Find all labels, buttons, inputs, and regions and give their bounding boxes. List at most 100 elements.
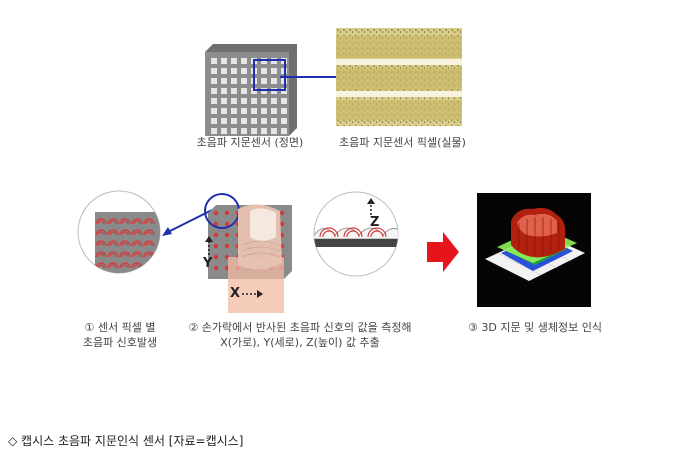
signal-wave [95, 229, 107, 236]
sensor-pixel [231, 128, 237, 134]
caption-sensor-pixel: 초음파 지문센서 픽셀(실물) [339, 136, 466, 149]
sensor-pixel [213, 221, 219, 227]
reflection-zoom [313, 191, 399, 277]
process-arrow [427, 232, 459, 272]
signal-wave [145, 253, 153, 258]
sensor-pixel [213, 254, 219, 260]
caption-step2-line2: X(가로), Y(세로), Z(높이) 값 추출 [220, 336, 380, 349]
sensor-pixel [251, 98, 257, 104]
signal-wave [121, 220, 129, 225]
sensor-pixel [224, 232, 230, 238]
caption-step3: ③ 3D 지문 및 생체정보 인식 [468, 321, 602, 334]
sensor-pixel [221, 58, 227, 64]
sensor-pixel [241, 68, 247, 74]
sensor-pixel [221, 78, 227, 84]
sensor-pixel [261, 128, 267, 134]
signal-wave [97, 253, 105, 258]
signal-wave [107, 218, 119, 225]
sensor-pixel [241, 58, 247, 64]
signal-wave [119, 218, 131, 225]
caption-step1-line1: ① 센서 픽셀 별 [84, 321, 156, 334]
sensor-pixel [251, 128, 257, 134]
sensor-pixel [279, 210, 285, 216]
sensor-pixel [221, 108, 227, 114]
sensor-front-figure [205, 44, 297, 136]
sensor-pixel [231, 58, 237, 64]
sensor-pixel [241, 78, 247, 84]
sensor-pixel [271, 68, 277, 74]
sensor-pixel [251, 108, 257, 114]
signal-wave [107, 229, 119, 236]
signal-wave [121, 242, 129, 247]
sensor-pixel [261, 118, 267, 124]
caption-step2-line1: ② 손가락에서 반사된 초음파 신호의 값을 측정해 [188, 321, 412, 334]
3d-fingerprint-plot [477, 193, 591, 307]
sensor-pixel [241, 128, 247, 134]
signal-wave [109, 242, 117, 247]
signal-wave [145, 242, 153, 247]
x-axis-arrow [242, 286, 264, 300]
sensor-pixel [211, 78, 217, 84]
signal-wave [145, 264, 153, 269]
z-axis-label: Z [370, 215, 380, 230]
sensor-pixel [211, 58, 217, 64]
y-axis-arrow [202, 236, 216, 256]
signal-wave [145, 231, 153, 236]
pixel-signal-zoom [77, 190, 161, 274]
signal-wave [121, 231, 129, 236]
caption-step1-line2: 초음파 신호발생 [82, 336, 158, 349]
signal-wave [143, 218, 155, 225]
signal-wave [145, 220, 153, 225]
sensor-pixel [213, 210, 219, 216]
sensor-pixel [271, 78, 277, 84]
sensor-pixel [231, 98, 237, 104]
signal-wave [119, 251, 131, 258]
sensor-pixel [261, 108, 267, 114]
sensor-pixel [221, 128, 227, 134]
signal-wave [107, 240, 119, 247]
sensor-pixel [213, 265, 219, 271]
sensor-pixel [241, 88, 247, 94]
signal-wave [97, 220, 105, 225]
sensor-pixel [241, 118, 247, 124]
finger-on-sensor [200, 193, 310, 313]
signal-wave [143, 229, 155, 236]
sensor-pixel [281, 98, 287, 104]
signal-wave [109, 264, 117, 269]
sensor-pixel [211, 68, 217, 74]
signal-wave [109, 220, 117, 225]
sensor-pixel [271, 98, 277, 104]
sensor-pixel [221, 118, 227, 124]
sensor-pixel [231, 88, 237, 94]
sensor-pixel-photo [336, 28, 462, 126]
signal-wave [97, 231, 105, 236]
sensor-pixel [213, 232, 219, 238]
sensor-pixel [281, 118, 287, 124]
sensor-pixel [213, 243, 219, 249]
caption-sensor-front: 초음파 지문센서 (정면) [196, 136, 304, 149]
sensor-pixel [261, 78, 267, 84]
signal-wave [107, 251, 119, 258]
signal-wave [131, 229, 143, 236]
sensor-pixel [271, 108, 277, 114]
signal-wave [131, 240, 143, 247]
y-axis-label: Y [203, 256, 213, 271]
sensor-pixel [231, 118, 237, 124]
signal-wave [131, 218, 143, 225]
sensor-pixel [281, 128, 287, 134]
z-axis-arrow [365, 198, 377, 216]
signal-wave [133, 242, 141, 247]
signal-wave [95, 240, 107, 247]
sensor-pixel [231, 68, 237, 74]
sensor-pixel [261, 98, 267, 104]
sensor-pixel [224, 243, 230, 249]
sensor-pixel [279, 221, 285, 227]
signal-wave [109, 231, 117, 236]
signal-wave [97, 242, 105, 247]
sensor-pixel [211, 108, 217, 114]
sensor-pixel [231, 78, 237, 84]
signal-wave [119, 262, 131, 269]
footer-caption: ◇ 캡시스 초음파 지문인식 센서 [자료=캡시스] [8, 434, 244, 448]
signal-wave [121, 264, 129, 269]
signal-wave [133, 220, 141, 225]
